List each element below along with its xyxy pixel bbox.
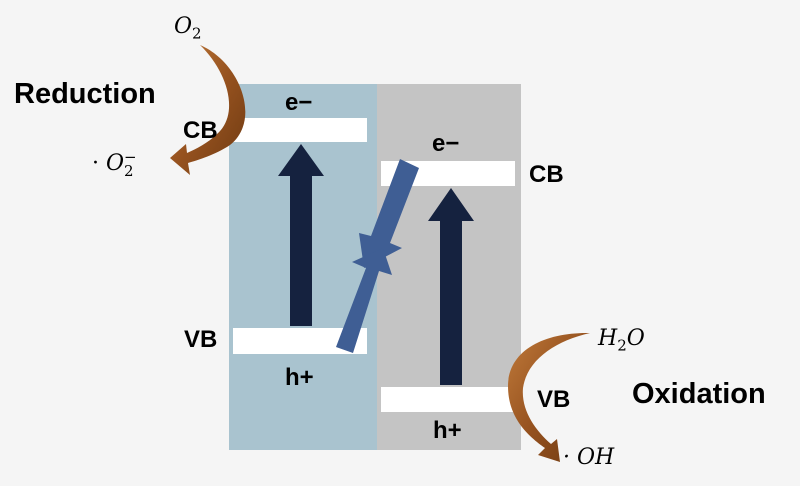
- reduction-curved-arrow: [170, 45, 246, 175]
- reduction-label: Reduction: [14, 78, 156, 110]
- oxidation-label: Oxidation: [632, 378, 766, 410]
- right-cb-label: CB: [529, 161, 564, 188]
- water-reactant: H2O: [598, 326, 645, 354]
- oxygen-reactant-base: O: [174, 14, 193, 39]
- water-o: O: [626, 326, 645, 351]
- superoxide-superscript: −: [124, 148, 137, 166]
- upper-transfer-arrow: [359, 159, 419, 268]
- water-subscript: 2: [617, 336, 627, 355]
- left-cb-label: CB: [183, 117, 218, 144]
- right-hole-label: h+: [433, 417, 462, 444]
- left-electron-label: e−: [285, 89, 313, 116]
- oxidation-curved-arrow: [508, 332, 590, 462]
- left-hole-label: h+: [285, 364, 314, 391]
- superoxide-dot: ·: [92, 151, 99, 176]
- water-h: H: [598, 326, 618, 351]
- superoxide-base: O: [106, 151, 125, 176]
- hydroxyl-product: · OH: [563, 445, 615, 470]
- right-valence-band: [381, 387, 515, 412]
- right-vb-label: VB: [537, 386, 571, 413]
- oxygen-reactant: O2: [174, 14, 202, 42]
- lower-transfer-arrow: [336, 248, 392, 353]
- right-electron-label: e−: [432, 130, 460, 157]
- left-conduction-band: [233, 118, 367, 142]
- left-vb-label: VB: [184, 326, 218, 353]
- superoxide-subscript: 2: [124, 162, 134, 180]
- superoxide-product: · O−2: [92, 148, 137, 180]
- oxygen-reactant-subscript: 2: [192, 24, 202, 43]
- right-excitation-arrow: [428, 188, 474, 385]
- left-excitation-arrow: [278, 144, 324, 326]
